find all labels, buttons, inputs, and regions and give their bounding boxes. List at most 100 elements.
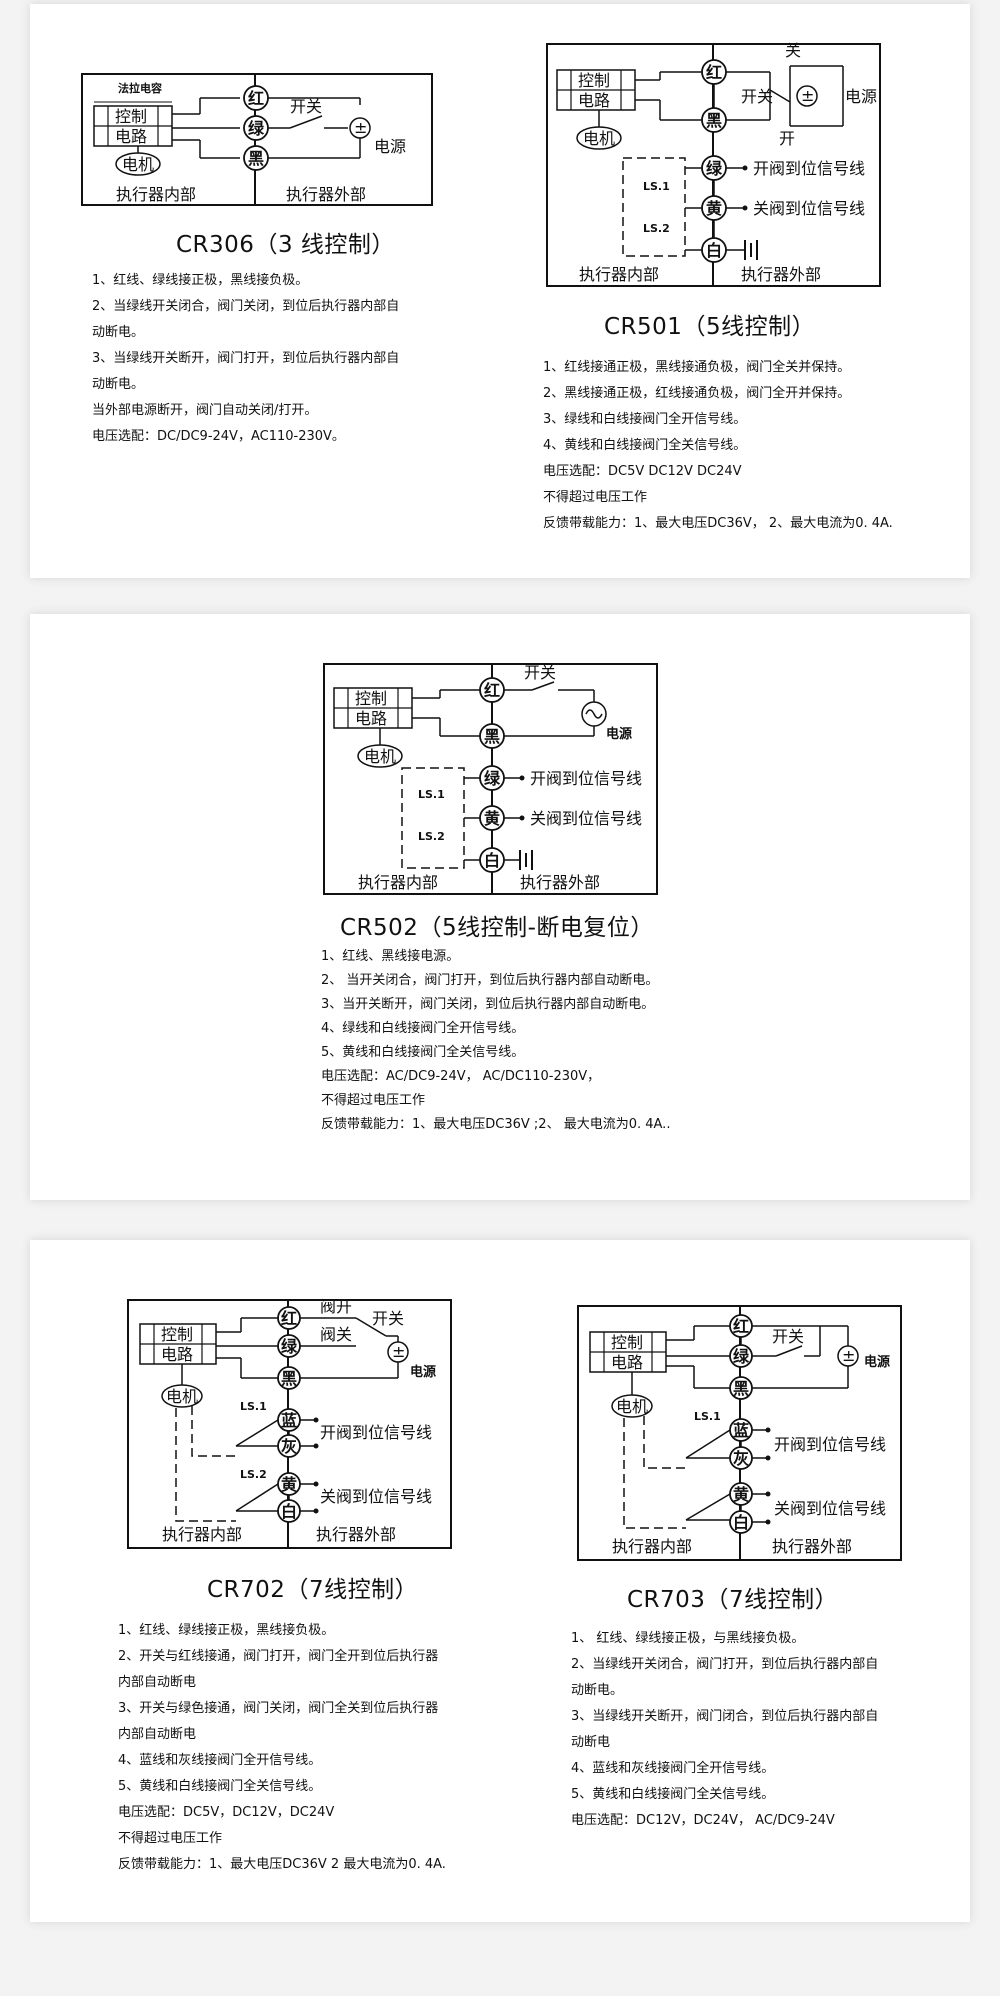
wire-white: 白: [706, 241, 722, 260]
desc-line: 不得超过电压工作: [543, 490, 648, 505]
open-signal-label: 开阀到位信号线: [320, 1423, 432, 1442]
ac-power-icon: [585, 709, 603, 719]
desc-line: 动断电。: [92, 325, 145, 340]
desc-line: 3、开关与绿色接通，阀门关闭，阀门全关到位后执行器: [118, 1701, 439, 1716]
control-label-top: 控制: [355, 689, 387, 708]
ls1-label: LS.1: [240, 1400, 267, 1413]
wire-gray: 灰: [733, 1449, 749, 1468]
desc-line: 2、 当开关闭合，阀门打开，到位后执行器内部自动断电。: [321, 973, 659, 988]
desc-line: 1、 红线、绿线接正极，与黑线接负极。: [571, 1631, 805, 1646]
desc-line: 3、绿线和白线接阀门全开信号线。: [543, 412, 747, 427]
power-plus-icon: ±: [801, 86, 814, 105]
valve-open-label: 阀开: [320, 1297, 352, 1316]
desc-line: 3、当绿线开关断开，阀门打开，到位后执行器内部自: [92, 351, 400, 366]
desc-line: 反馈带载能力：1、最大电压DC36V 2 最大电流为0. 4A.: [118, 1857, 446, 1872]
motor-label: 电机: [166, 1387, 198, 1406]
desc-line: 2、黑线接通正极，红线接通负极，阀门全开并保持。: [543, 386, 851, 401]
wire-white: 白: [733, 1513, 749, 1532]
wiring-diagram-cr702: 控制 电路 电机 LS.1 LS.2 红 绿 黑 蓝 灰 黄 白: [127, 1297, 452, 1549]
wire-black: 黑: [248, 149, 264, 168]
outside-label: 执行器外部: [520, 873, 600, 892]
power-label: 电源: [374, 137, 406, 156]
desc-line: 5、黄线和白线接阀门全关信号线。: [321, 1045, 525, 1060]
wire-blue: 蓝: [733, 1421, 749, 1440]
control-label-top: 控制: [161, 1325, 193, 1344]
desc-line: 5、黄线和白线接阀门全关信号线。: [118, 1779, 322, 1794]
title-cr703: CR703（7线控制）: [627, 1587, 839, 1613]
wire-white: 白: [484, 851, 500, 870]
desc-line: 电压选配：DC5V，DC12V，DC24V: [118, 1805, 335, 1820]
wire-green: 绿: [733, 1347, 750, 1366]
wire-black: 黑: [281, 1369, 297, 1388]
wire-black: 黑: [706, 111, 722, 130]
desc-line: 1、红线、黑线接电源。: [321, 949, 460, 964]
control-label-bottom: 电路: [115, 127, 147, 146]
wiring-diagram-cr306: 控制 电路 法拉电容 电机 红 绿 黑 开关 ± 电源 执行器内部 执行器外部: [81, 73, 433, 206]
control-label-top: 控制: [115, 107, 147, 126]
description-cr702: 1、红线、绿线接正极，黑线接负极。 2、开关与红线接通，阀门打开，阀门全开到位后…: [118, 1618, 446, 1878]
switch-label: 开关: [372, 1309, 404, 1328]
inside-label: 执行器内部: [116, 185, 196, 204]
close-signal-label: 关阀到位信号线: [530, 809, 642, 828]
description-cr502: 1、红线、黑线接电源。 2、 当开关闭合，阀门打开，到位后执行器内部自动断电。 …: [321, 945, 670, 1137]
card-cr502: [30, 614, 970, 1200]
close-signal-label: 关阀到位信号线: [320, 1487, 432, 1506]
description-cr306: 1、红线、绿线接正极，黑线接负极。 2、当绿线开关闭合，阀门关闭，到位后执行器内…: [92, 268, 399, 450]
ls1-label: LS.1: [694, 1410, 721, 1423]
motor-label: 电机: [583, 129, 615, 148]
control-label-bottom: 电路: [161, 1345, 193, 1364]
ls1-label: LS.1: [418, 788, 445, 801]
wiring-diagram-cr502: 控制 电路 电机 LS.1 LS.2 红 黑 绿 黄 白 开关: [323, 663, 658, 895]
power-label: 电源: [864, 1354, 890, 1370]
inside-label: 执行器内部: [162, 1525, 242, 1544]
wire-yellow: 黄: [281, 1475, 297, 1494]
desc-line: 反馈带载能力：1、最大电压DC36V， 2、最大电流为0. 4A.: [543, 516, 893, 531]
wire-green: 绿: [248, 119, 265, 138]
wire-white: 白: [281, 1502, 297, 1521]
switch-off-label: 关: [785, 41, 801, 60]
desc-line: 4、黄线和白线接阀门全关信号线。: [543, 438, 747, 453]
switch-label: 开关: [290, 97, 322, 116]
outside-label: 执行器外部: [741, 265, 821, 284]
desc-line: 2、当绿线开关闭合，阀门打开，到位后执行器内部自: [571, 1657, 879, 1672]
ls2-label: LS.2: [418, 830, 445, 843]
switch-label: 开关: [772, 1327, 804, 1346]
open-signal-label: 开阀到位信号线: [530, 769, 642, 788]
desc-line: 4、蓝线和灰线接阀门全开信号线。: [571, 1761, 775, 1776]
wire-red: 红: [248, 89, 264, 108]
desc-line: 2、开关与红线接通，阀门打开，阀门全开到位后执行器: [118, 1649, 439, 1664]
wire-yellow: 黄: [706, 199, 722, 218]
motor-label: 电机: [122, 155, 154, 174]
desc-line: 内部自动断电: [118, 1727, 197, 1742]
title-cr501: CR501（5线控制）: [604, 314, 816, 340]
desc-line: 不得超过电压工作: [118, 1831, 223, 1846]
power-plus-icon: ±: [392, 1342, 405, 1361]
inside-label: 执行器内部: [612, 1537, 692, 1556]
wire-yellow: 黄: [733, 1485, 749, 1504]
control-label-bottom: 电路: [578, 91, 610, 110]
title-cr306: CR306（3 线控制）: [176, 232, 395, 258]
desc-line: 3、当绿线开关断开，阀门闭合，到位后执行器内部自: [571, 1709, 879, 1724]
desc-line: 1、红线、绿线接正极，黑线接负极。: [118, 1623, 335, 1638]
desc-line: 电压选配：DC/DC9-24V，AC110-230V。: [92, 429, 345, 444]
switch-on-label: 开: [779, 129, 795, 148]
desc-line: 反馈带载能力：1、最大电压DC36V ;2、 最大电流为0. 4A..: [321, 1117, 671, 1132]
close-signal-label: 关阀到位信号线: [774, 1499, 886, 1518]
motor-label: 电机: [616, 1397, 648, 1416]
control-label-top: 控制: [578, 71, 610, 90]
inside-label: 执行器内部: [579, 265, 659, 284]
wiring-diagram-cr501: 控制 电路 电机 LS.1 LS.2 红 黑 绿 黄 白: [546, 41, 881, 287]
description-cr703: 1、 红线、绿线接正极，与黑线接负极。 2、当绿线开关闭合，阀门打开，到位后执行…: [571, 1626, 878, 1834]
open-signal-label: 开阀到位信号线: [774, 1435, 886, 1454]
description-cr501: 1、红线接通正极，黑线接通负极，阀门全关并保持。 2、黑线接通正极，红线接通负极…: [543, 355, 893, 537]
desc-line: 3、当开关断开，阀门关闭，到位后执行器内部自动断电。: [321, 997, 655, 1012]
wire-red: 红: [733, 1317, 749, 1336]
desc-line: 内部自动断电: [118, 1675, 197, 1690]
switch-label: 开关: [524, 663, 556, 682]
power-label: 电源: [410, 1364, 436, 1380]
wire-black: 黑: [484, 727, 500, 746]
ls2-label: LS.2: [240, 1468, 267, 1481]
wire-red: 红: [484, 681, 500, 700]
control-label-top: 控制: [611, 1333, 643, 1352]
desc-line: 5、黄线和白线接阀门全关信号线。: [571, 1787, 775, 1802]
